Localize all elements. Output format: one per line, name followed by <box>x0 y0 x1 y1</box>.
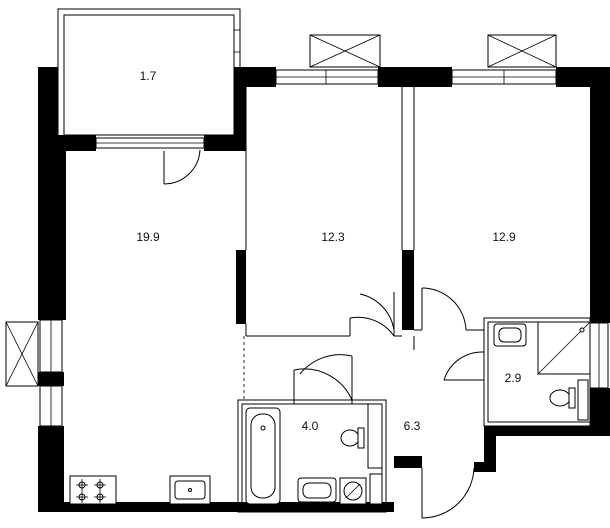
walls <box>38 67 610 512</box>
bathroom-shelf <box>369 473 383 505</box>
shower-room-cabinet <box>577 379 589 421</box>
kitchen-sink-icon <box>169 475 211 505</box>
bathtub-icon <box>245 407 281 505</box>
room-labels: 1.7 19.9 12.3 12.9 4.0 6.3 2.9 <box>136 69 521 433</box>
bathroom-cabinet <box>367 403 383 469</box>
kitchen-fixtures <box>69 475 211 505</box>
toilet-icon <box>340 427 365 449</box>
windows <box>39 69 609 427</box>
washbasin-icon <box>297 477 337 503</box>
doors <box>163 149 485 519</box>
washbasin-icon <box>493 323 527 347</box>
partitions <box>237 87 591 513</box>
shower-room-fixtures <box>493 321 591 421</box>
room-area-bedroom-2: 12.9 <box>492 230 516 244</box>
ventilation-boxes <box>5 34 557 387</box>
bathroom-fixtures <box>245 403 383 505</box>
room-area-living-kitchen: 19.9 <box>136 230 160 244</box>
room-area-hallway: 6.3 <box>404 419 421 433</box>
room-area-balcony: 1.7 <box>140 69 157 83</box>
room-area-bedroom-1: 12.3 <box>321 230 345 244</box>
washing-machine-icon <box>339 477 367 505</box>
shower-cabin-icon <box>537 321 591 375</box>
toilet-icon <box>549 387 576 409</box>
room-area-shower-room: 2.9 <box>505 371 522 385</box>
stove-icon <box>69 475 117 505</box>
room-area-bathroom: 4.0 <box>302 419 319 433</box>
